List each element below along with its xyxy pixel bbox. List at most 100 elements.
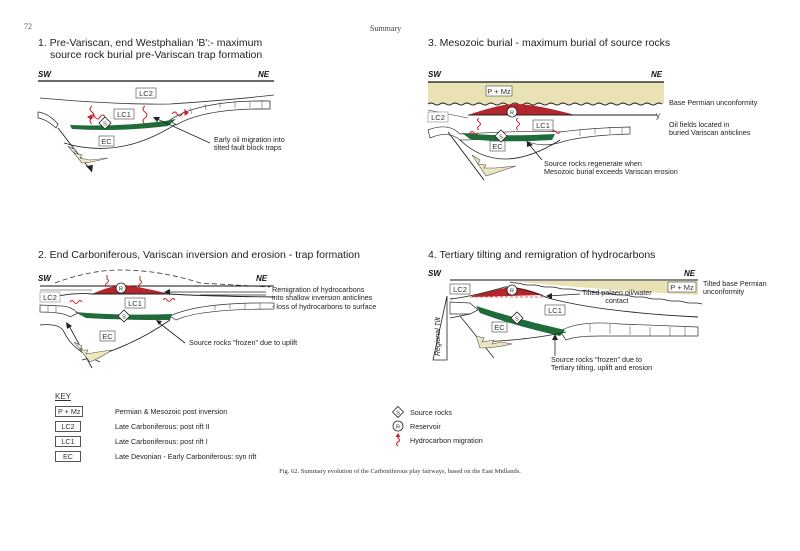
panel-3-annotation-oil-fields: Oil fields located in buried Variscan an… <box>669 120 751 138</box>
key-label: Late Carboniferous: post rift I <box>115 436 208 446</box>
panel-2-source-rock-icon: S <box>117 309 131 323</box>
panel-3-migration-arrows <box>469 117 561 135</box>
panel-1-source-rock-icon: S <box>98 116 112 130</box>
svg-text:R: R <box>510 289 514 295</box>
panel-4-sw-label: SW <box>428 269 441 278</box>
key-title: KEY <box>55 392 72 401</box>
panel-1-sw-label: SW <box>38 70 51 79</box>
key-label: Permian & Mesozoic post inversion <box>115 406 228 416</box>
panel-3-unit-ec: EC <box>489 140 506 152</box>
svg-text:S: S <box>122 315 126 321</box>
panel-2-carbonate-right <box>169 302 275 321</box>
key-code: LC2 <box>55 420 81 432</box>
panel-3-unit-pmz: P + Mz <box>485 85 513 97</box>
panel-1-ne-label: NE <box>258 70 270 79</box>
svg-text:P + Mz: P + Mz <box>670 283 694 292</box>
panel-4-annotation-owc: Tilted palaeo oil/water contact <box>582 288 652 306</box>
panel-1-source-rock <box>70 119 176 130</box>
panel-4-source-rock-icon: S <box>510 311 524 325</box>
panel-4-reservoir-icon: R <box>506 284 518 296</box>
reservoir-circle-icon: R <box>392 420 404 432</box>
svg-text:LC2: LC2 <box>431 113 445 122</box>
panel-1-lc2-top <box>39 94 275 105</box>
svg-text:EC: EC <box>102 332 113 341</box>
panel-4-carbonate-right <box>559 322 699 341</box>
panel-3-unconformity-marker: y <box>656 111 660 120</box>
svg-text:LC2: LC2 <box>139 89 153 98</box>
panel-2-frozen-arrow <box>157 321 186 344</box>
panel-1-carbonate-right <box>169 100 271 126</box>
key-code: P + Mz <box>55 405 84 417</box>
panel-2-eroded-profile <box>54 269 271 288</box>
panel-2-reservoir <box>92 285 170 294</box>
panel-3-base-permian-unconformity <box>427 102 663 106</box>
panel-1-rift-base <box>63 123 177 149</box>
key-symbol-label: Reservoir <box>410 421 441 431</box>
panel-1-title: 1. Pre-Variscan, end Westphalian 'B':- m… <box>38 37 262 61</box>
svg-text:EC: EC <box>101 137 112 146</box>
panel-2-unit-ec: EC <box>99 330 116 342</box>
key-item-lc2: LC2 Late Carboniferous: post rift II <box>55 420 210 432</box>
panel-4-regional-tilt-label: Regional Tilt <box>435 316 442 356</box>
svg-text:S: S <box>103 122 107 128</box>
panel-1-carbonate-left <box>37 111 59 129</box>
svg-text:LC1: LC1 <box>548 306 562 315</box>
svg-text:EC: EC <box>492 142 503 151</box>
key-item-pmz: P + Mz Permian & Mesozoic post inversion <box>55 405 227 417</box>
panel-2-ne-label: NE <box>256 274 268 283</box>
panel-4-annotation-tilted-permian: Tilted base Permian unconformity <box>703 279 767 297</box>
panel-4-unit-lc1: LC1 <box>544 304 566 316</box>
panel-4-owc-arrow <box>547 293 581 297</box>
running-head: Summary <box>370 24 402 33</box>
panel-1-syn-rift-fill <box>67 145 109 164</box>
key-item-lc1: LC1 Late Carboniferous: post rift I <box>55 435 208 447</box>
panel-4-title: 4. Tertiary tilting and remigration of h… <box>428 249 656 261</box>
svg-text:LC2: LC2 <box>43 293 57 302</box>
panel-3-source-rock <box>462 133 555 142</box>
key-label: Late Devonian - Early Carboniferous: syn… <box>115 451 257 461</box>
svg-text:R: R <box>396 424 400 430</box>
svg-text:S: S <box>515 317 519 323</box>
panel-3-syn-rift-fill <box>471 154 517 177</box>
panel-4-unit-lc2: LC2 <box>449 283 471 295</box>
panel-3-fault <box>447 131 485 181</box>
panel-2-syn-rift-fill <box>73 341 113 363</box>
panel-2-title: 2. End Carboniferous, Variscan inversion… <box>38 249 360 261</box>
key-symbol-migration: Hydrocarbon migration <box>392 433 483 447</box>
panel-1-migration-arrows <box>87 105 189 125</box>
panel-4-unit-ec: EC <box>491 321 508 333</box>
panel-4-unit-pmz: P + Mz <box>667 281 697 293</box>
panel-1-annotation-arrow <box>154 117 211 144</box>
panel-3-source-rock-icon: S <box>494 129 508 143</box>
key-item-ec: EC Late Devonian - Early Carboniferous: … <box>55 450 256 462</box>
svg-text:EC: EC <box>494 323 505 332</box>
panel-1-annotation-early-oil: Early oil migration into tilted fault bl… <box>214 135 285 153</box>
svg-text:LC1: LC1 <box>128 299 142 308</box>
figure-caption: Fig. 62. Summary evolution of the Carbon… <box>279 468 521 475</box>
key-code: EC <box>55 450 81 462</box>
panel-3-reservoir-icon: R <box>506 106 518 118</box>
panel-3-sw-label: SW <box>428 70 441 79</box>
key-symbol-label: Hydrocarbon migration <box>410 435 483 445</box>
panel-4-syn-rift-fill <box>475 335 513 349</box>
key-label: Late Carboniferous: post rift II <box>115 421 210 431</box>
panel-3-title: 3. Mesozoic burial - maximum burial of s… <box>428 37 671 49</box>
panel-4-regional-tilt-wedge <box>432 295 448 361</box>
key-code: LC1 <box>55 435 81 447</box>
panel-2-unit-lc1: LC1 <box>124 297 146 309</box>
page-number: 72 <box>24 22 32 31</box>
panel-4-ne-label: NE <box>684 269 696 278</box>
key-symbol-source-rocks: S Source rocks <box>391 405 452 419</box>
svg-text:R: R <box>510 111 514 117</box>
panel-3-annotation-base-permian: Base Permian unconformity <box>669 98 758 107</box>
panel-4-carbonate-left <box>449 301 479 315</box>
panel-4-post-inversion-layer <box>510 281 698 295</box>
panel-1-fault-arrowhead <box>86 165 93 172</box>
svg-text:LC2: LC2 <box>453 285 467 294</box>
panel-4-tilted-unconformity <box>509 281 703 305</box>
panel-2-migration-arrows <box>69 275 176 304</box>
